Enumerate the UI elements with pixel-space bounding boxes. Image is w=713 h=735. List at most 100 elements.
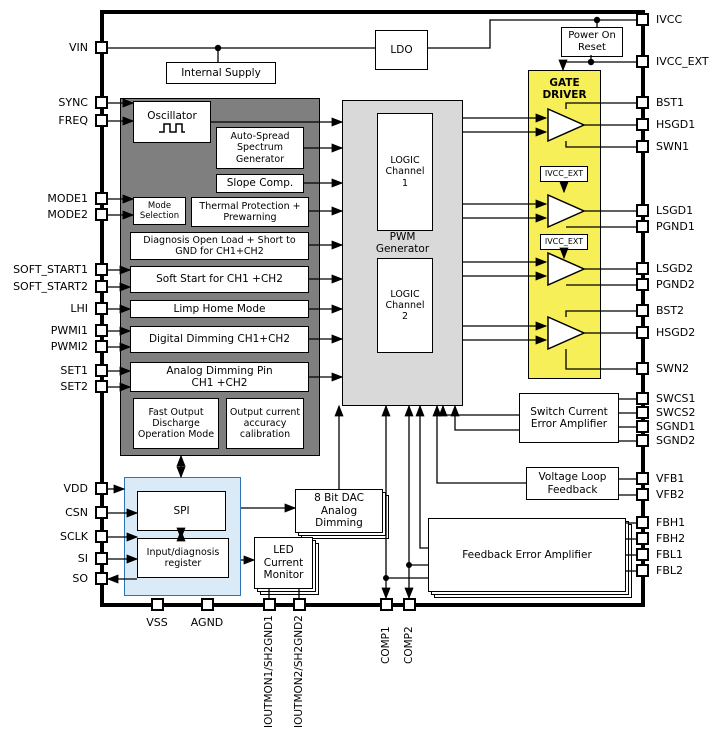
- pin-hsgd2: [636, 326, 649, 339]
- pin-sclk: [95, 530, 108, 543]
- pin-swcs2-label: SWCS2: [656, 406, 696, 419]
- pin-freq: [95, 114, 108, 127]
- pin-ivcc-label: IVCC: [656, 13, 683, 26]
- pin-bst1: [636, 96, 649, 109]
- block-spi: SPI: [137, 491, 226, 531]
- pin-hsgd1-label: HSGD1: [656, 118, 696, 131]
- pin-fbh1: [636, 516, 649, 529]
- block-logic-channel-2: LOGIC Channel 2: [377, 258, 433, 353]
- block-output-calibration: Output current accuracy calibration: [226, 398, 304, 449]
- pin-mode2: [95, 208, 108, 221]
- pin-fbl1-label: FBL1: [656, 548, 684, 561]
- pin-comp1-label: COMP1: [380, 626, 392, 664]
- pin-csn-label: CSN: [65, 506, 88, 519]
- pin-so-label: SO: [72, 572, 88, 585]
- pin-vfb1: [636, 472, 649, 485]
- pin-swn1-label: SWN1: [656, 140, 690, 153]
- pin-hsgd1: [636, 118, 649, 131]
- pin-set2-label: SET2: [60, 380, 88, 393]
- pin-swn2: [636, 362, 649, 375]
- pin-fbl2: [636, 564, 649, 577]
- block-digital-dimming: Digital Dimming CH1+CH2: [130, 326, 309, 353]
- pin-fbh2-label: FBH2: [656, 532, 686, 545]
- block-ldo: LDO: [375, 30, 428, 70]
- pin-lhi-label: LHI: [70, 302, 88, 315]
- pin-pgnd1-label: PGND1: [656, 220, 695, 233]
- pin-sync-label: SYNC: [58, 96, 88, 109]
- block-auto-spread: Auto-Spread Spectrum Generator: [216, 127, 304, 169]
- square-wave-icon: [159, 123, 185, 133]
- pin-pwmi1-label: PWMI1: [50, 324, 88, 337]
- block-limp-home: Limp Home Mode: [130, 300, 309, 318]
- pin-fbh1-label: FBH1: [656, 516, 686, 529]
- block-led-monitor: LED Current Monitor: [254, 537, 313, 589]
- pin-mode2-label: MODE2: [47, 208, 88, 221]
- pin-vfb2: [636, 488, 649, 501]
- pin-vin-label: VIN: [69, 41, 88, 54]
- block-dac: 8 Bit DAC Analog Dimming: [295, 489, 383, 533]
- pin-bst2-label: BST2: [656, 304, 685, 317]
- pin-pwmi2: [95, 340, 108, 353]
- block-gate-driver: [528, 70, 601, 379]
- pin-swn1: [636, 140, 649, 153]
- pin-ioutmon1-label: IOUTMON1/SH2GND1: [263, 615, 275, 728]
- block-diagnosis: Diagnosis Open Load + Short to GND for C…: [130, 232, 309, 260]
- pin-pgnd2: [636, 278, 649, 291]
- block-switch-current-amp: Switch Current Error Amplifier: [519, 393, 619, 443]
- pin-vss: [151, 598, 164, 611]
- block-oscillator: Oscillator: [133, 101, 211, 143]
- pin-mode1: [95, 192, 108, 205]
- pin-lhi: [95, 302, 108, 315]
- gate-driver-label: GATE DRIVER: [542, 76, 587, 101]
- block-thermal-protection: Thermal Protection + Prewarning: [191, 197, 309, 227]
- pin-bst2: [636, 304, 649, 317]
- pin-si-label: SI: [77, 552, 88, 565]
- block-slope-comp: Slope Comp.: [216, 174, 304, 193]
- pin-pgnd1: [636, 220, 649, 233]
- pin-fbl1: [636, 548, 649, 561]
- label-ivcc-ext-2: IVCC_EXT: [540, 234, 588, 250]
- pin-ivcc-ext-label: IVCC_EXT: [656, 55, 709, 68]
- block-mode-selection: Mode Selection: [133, 197, 186, 225]
- pin-sync: [95, 96, 108, 109]
- pin-swcs2: [636, 406, 649, 419]
- pin-sgnd2: [636, 434, 649, 447]
- pin-ivcc-ext: [636, 55, 649, 68]
- pin-comp2-label: COMP2: [403, 626, 415, 664]
- pin-vin: [95, 41, 108, 54]
- pin-soft-start1-label: SOFT_START1: [13, 263, 88, 276]
- pin-fbh2: [636, 532, 649, 545]
- pin-lsgd1: [636, 204, 649, 217]
- pin-ivcc: [636, 13, 649, 26]
- block-feedback-error-amp: Feedback Error Amplifier: [428, 518, 626, 592]
- block-analog-dimming: Analog Dimming Pin CH1 +CH2: [130, 362, 309, 392]
- pin-swcs1-label: SWCS1: [656, 392, 696, 405]
- oscillator-label: Oscillator: [147, 109, 197, 122]
- pin-ioutmon2: [293, 598, 306, 611]
- pin-sgnd1: [636, 420, 649, 433]
- pin-agnd: [201, 598, 214, 611]
- pin-swcs1: [636, 392, 649, 405]
- pin-comp2: [403, 598, 416, 611]
- pin-pwmi1: [95, 324, 108, 337]
- pin-so: [95, 572, 108, 585]
- pin-swn2-label: SWN2: [656, 362, 690, 375]
- pin-freq-label: FREQ: [58, 114, 88, 127]
- block-logic-channel-1: LOGIC Channel 1: [377, 113, 433, 231]
- pin-vdd: [95, 482, 108, 495]
- pin-pwmi2-label: PWMI2: [50, 340, 88, 353]
- pin-pgnd2-label: PGND2: [656, 278, 695, 291]
- block-soft-start: Soft Start for CH1 +CH2: [130, 266, 309, 293]
- pin-soft-start1: [95, 263, 108, 276]
- block-power-on-reset: Power On Reset: [561, 27, 623, 57]
- pin-ioutmon1: [263, 598, 276, 611]
- block-input-diag-register: Input/diagnosis register: [137, 538, 229, 578]
- pin-si: [95, 552, 108, 565]
- pin-set2: [95, 380, 108, 393]
- pin-set1: [95, 364, 108, 377]
- pin-set1-label: SET1: [60, 364, 88, 377]
- pwm-generator-label: PWM Generator: [375, 230, 430, 255]
- block-fast-discharge: Fast Output Discharge Operation Mode: [133, 398, 219, 449]
- pin-agnd-label: AGND: [190, 616, 224, 629]
